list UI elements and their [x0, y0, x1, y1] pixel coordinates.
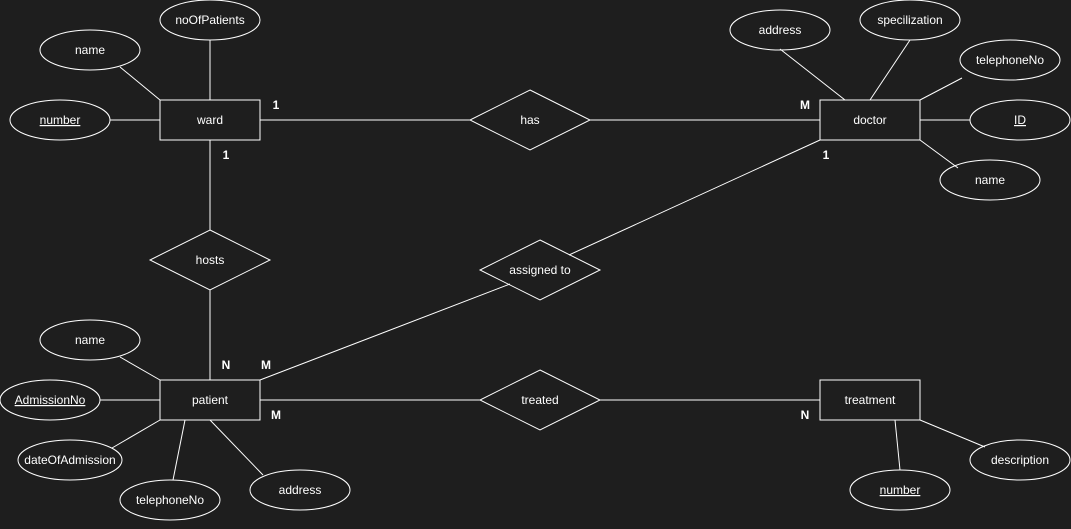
attribute-patient-admissionno-ellipse[interactable]	[0, 379, 101, 421]
cardinality-treatment-treated: N	[801, 408, 810, 422]
entity-doctor[interactable]: doctor	[819, 99, 921, 141]
entity-patient-label: patient	[192, 393, 229, 407]
attribute-patient-address-label: address	[279, 483, 322, 497]
attribute-patient-name-label: name	[75, 333, 105, 347]
entity-treatment-label: treatment	[845, 393, 896, 407]
attribute-ward-name-label: name	[75, 43, 105, 57]
attribute-doctor-id-ellipse[interactable]	[969, 99, 1071, 141]
attribute-ward-name[interactable]: name	[39, 29, 141, 71]
attribute-doctor-specilization[interactable]: specilization	[859, 0, 961, 41]
line-patient-address	[209, 419, 264, 476]
relationship-treated-diamond[interactable]	[478, 369, 602, 431]
entity-treatment-box[interactable]	[819, 379, 921, 421]
line-doctor-telephone	[919, 77, 963, 101]
line-doctor-address	[779, 48, 846, 101]
attribute-ward-noofpatients-label: noOfPatients	[175, 13, 244, 27]
line-doctor-name	[919, 139, 959, 169]
attribute-patient-address-ellipse[interactable]	[249, 469, 351, 511]
attribute-ward-number[interactable]: number	[9, 99, 111, 141]
attribute-ward-noofpatients[interactable]: noOfPatients	[159, 0, 261, 41]
line-ward-name	[119, 66, 161, 101]
entity-doctor-label: doctor	[853, 113, 886, 127]
attribute-doctor-address[interactable]: address	[729, 9, 831, 51]
attribute-ward-noofpatients-ellipse[interactable]	[159, 0, 261, 41]
attribute-doctor-name[interactable]: name	[939, 159, 1041, 201]
attribute-treatment-number-label: number	[880, 483, 921, 497]
line-doctor-specilization	[869, 39, 911, 101]
attribute-doctor-telephoneno-label: telephoneNo	[976, 53, 1044, 67]
entity-ward-box[interactable]	[159, 99, 261, 141]
entity-ward-label: ward	[196, 113, 223, 127]
cardinality-patient-treated: M	[271, 408, 281, 422]
entity-patient[interactable]: patient	[159, 379, 261, 421]
attribute-treatment-description[interactable]: description	[969, 439, 1071, 481]
attribute-patient-telephoneno-ellipse[interactable]	[119, 479, 221, 521]
attribute-patient-dateofadmission-label: dateOfAdmission	[24, 453, 115, 467]
attribute-patient-telephoneno-label: telephoneNo	[136, 493, 204, 507]
relationship-assigned-to[interactable]: assigned to	[478, 239, 602, 301]
attribute-ward-name-ellipse[interactable]	[39, 29, 141, 71]
attribute-doctor-name-label: name	[975, 173, 1005, 187]
attribute-patient-address[interactable]: address	[249, 469, 351, 511]
attribute-doctor-name-ellipse[interactable]	[939, 159, 1041, 201]
cardinality-doctor-has: M	[800, 98, 810, 112]
attribute-treatment-description-label: description	[991, 453, 1049, 467]
attribute-treatment-number[interactable]: number	[849, 469, 951, 511]
attribute-patient-admissionno-label: AdmissionNo	[15, 393, 86, 407]
cardinality-patient-assigned: M	[261, 358, 271, 372]
relationship-has[interactable]: has	[468, 89, 592, 151]
relationship-hosts[interactable]: hosts	[148, 229, 272, 291]
cardinality-patient-hosts: N	[222, 358, 231, 372]
line-patient-name	[119, 356, 161, 381]
attribute-patient-name-ellipse[interactable]	[39, 319, 141, 361]
attribute-doctor-telephoneno-ellipse[interactable]	[959, 39, 1061, 81]
cardinality-doctor-assigned: 1	[823, 148, 830, 162]
relationship-has-label: has	[520, 113, 539, 127]
cardinality-labels: 1 M 1 1 N M M N	[222, 98, 830, 422]
attribute-patient-admissionno[interactable]: AdmissionNo	[0, 379, 101, 421]
attribute-treatment-number-ellipse[interactable]	[849, 469, 951, 511]
line-doctor-assigned	[568, 139, 821, 256]
cardinality-ward-hosts: 1	[223, 148, 230, 162]
attribute-ward-number-ellipse[interactable]	[9, 99, 111, 141]
relationship-treated[interactable]: treated	[478, 369, 602, 431]
attribute-patient-dateofadmission[interactable]: dateOfAdmission	[17, 439, 123, 481]
attribute-patient-telephoneno[interactable]: telephoneNo	[119, 479, 221, 521]
line-treatment-description	[919, 419, 986, 448]
attribute-doctor-address-label: address	[759, 23, 802, 37]
attribute-ward-number-label: number	[40, 113, 81, 127]
attribute-treatment-description-ellipse[interactable]	[969, 439, 1071, 481]
line-patient-telephone	[172, 419, 186, 481]
entity-treatment[interactable]: treatment	[819, 379, 921, 421]
attribute-doctor-telephoneno[interactable]: telephoneNo	[959, 39, 1061, 81]
relationship-has-diamond[interactable]	[468, 89, 592, 151]
entity-doctor-box[interactable]	[819, 99, 921, 141]
attribute-doctor-specilization-label: specilization	[877, 13, 942, 27]
connectors	[100, 39, 986, 481]
attribute-doctor-id[interactable]: ID	[969, 99, 1071, 141]
attribute-patient-dateofadmission-ellipse[interactable]	[17, 439, 123, 481]
cardinality-ward-has: 1	[273, 98, 280, 112]
attribute-doctor-id-label: ID	[1014, 113, 1026, 127]
relationship-assigned-to-diamond[interactable]	[478, 239, 602, 301]
relationship-hosts-diamond[interactable]	[148, 229, 272, 291]
entity-patient-box[interactable]	[159, 379, 261, 421]
relationship-hosts-label: hosts	[196, 253, 225, 267]
attribute-doctor-specilization-ellipse[interactable]	[859, 0, 961, 41]
line-treatment-number	[894, 419, 901, 471]
entity-ward[interactable]: ward	[159, 99, 261, 141]
attribute-patient-name[interactable]: name	[39, 319, 141, 361]
line-patient-dateofadmission	[111, 419, 161, 449]
relationship-assigned-to-label: assigned to	[509, 263, 571, 277]
attribute-doctor-address-ellipse[interactable]	[729, 9, 831, 51]
relationship-treated-label: treated	[521, 393, 558, 407]
line-assigned-patient	[259, 283, 511, 381]
